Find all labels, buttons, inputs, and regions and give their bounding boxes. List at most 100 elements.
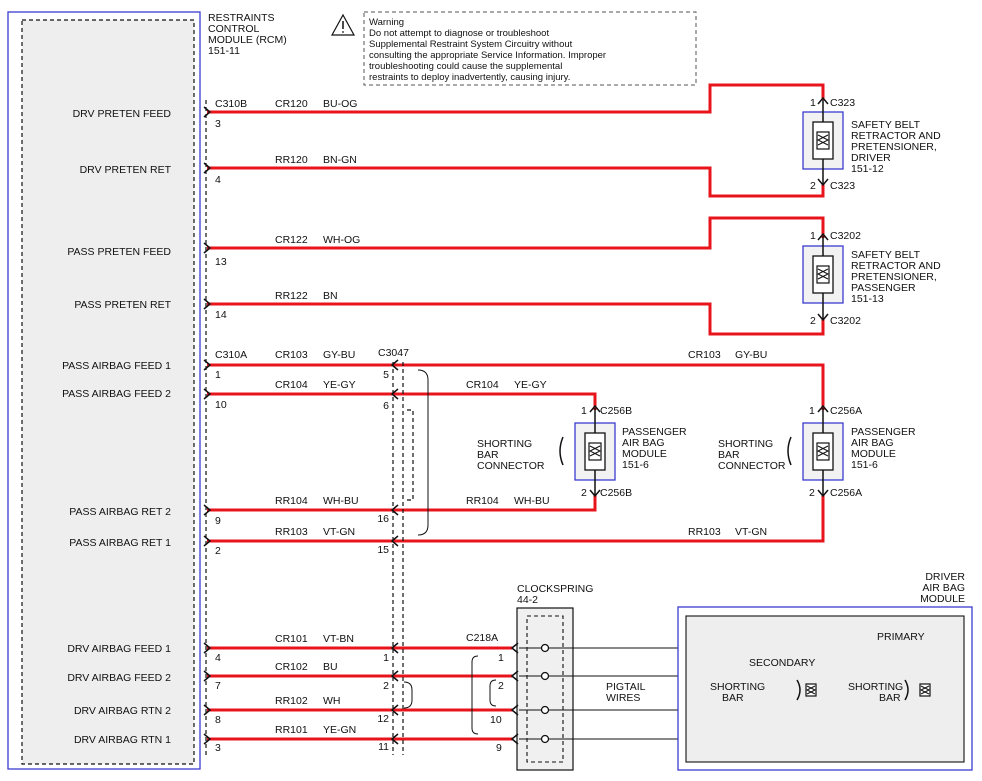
svg-text:8: 8 (215, 714, 221, 726)
svg-text:MODULE (RCM): MODULE (RCM) (208, 34, 287, 46)
svg-text:1: 1 (498, 652, 504, 664)
svg-text:10: 10 (215, 399, 227, 411)
svg-text:PASS AIRBAG FEED 1: PASS AIRBAG FEED 1 (62, 360, 171, 372)
svg-text:CONNECTOR: CONNECTOR (477, 460, 545, 472)
svg-text:3: 3 (215, 118, 221, 130)
wire-cr120 (207, 83, 825, 114)
connector-c218a: C218A (466, 632, 498, 644)
svg-text:C256A: C256A (830, 405, 862, 417)
svg-text:7: 7 (215, 680, 221, 692)
svg-text:SAFETY BELT: SAFETY BELT (851, 249, 921, 261)
svg-text:14: 14 (215, 309, 227, 321)
svg-text:RESTRAINTS: RESTRAINTS (208, 12, 275, 24)
rcm-pin-numbers: 3 4 13 14 1 10 9 2 4 7 8 3 (215, 118, 227, 754)
svg-text:CR103: CR103 (275, 349, 308, 361)
connector-c310a: C310A (215, 349, 247, 361)
svg-text:BAR: BAR (879, 692, 901, 704)
svg-text:CR120: CR120 (275, 98, 308, 110)
svg-text:2: 2 (810, 315, 816, 327)
rcm-inner (21, 19, 195, 765)
svg-text:consulting the appropriate Ser: consulting the appropriate Service Infor… (369, 50, 606, 61)
svg-text:2: 2 (810, 180, 816, 192)
svg-text:PASS PRETEN RET: PASS PRETEN RET (74, 299, 171, 311)
svg-text:SHORTING: SHORTING (477, 438, 532, 450)
svg-text:9: 9 (215, 515, 221, 527)
svg-text:6: 6 (383, 400, 389, 412)
svg-text:CR101: CR101 (275, 633, 308, 645)
svg-text:WIRES: WIRES (606, 692, 640, 704)
svg-text:4: 4 (215, 174, 221, 186)
svg-text:PIGTAIL: PIGTAIL (606, 681, 646, 693)
wire-cr104 (207, 392, 597, 410)
rcm-pin-labels: DRV PRETEN FEED DRV PRETEN RET PASS PRET… (62, 108, 172, 746)
svg-text:BAR: BAR (722, 692, 744, 704)
svg-text:RR104: RR104 (275, 495, 308, 507)
svg-text:DRIVER: DRIVER (925, 571, 965, 583)
svg-text:C323: C323 (830, 97, 855, 109)
svg-text:SECONDARY: SECONDARY (749, 657, 815, 669)
passenger-airbag-module-c256b: 1 C256B 2 C256B PASSENGER AIR BAG MODULE… (477, 404, 687, 499)
svg-text:13: 13 (215, 256, 227, 268)
svg-text:PASS PRETEN FEED: PASS PRETEN FEED (67, 246, 171, 258)
svg-text:restraints to deploy inadverte: restraints to deploy inadvertently, caus… (369, 72, 570, 83)
svg-text:troubleshooting could cause th: troubleshooting could cause the suppleme… (369, 61, 562, 72)
svg-text:GY-BU: GY-BU (323, 349, 355, 361)
warning-box (363, 11, 697, 86)
svg-text:15: 15 (377, 544, 389, 556)
svg-text:PRIMARY: PRIMARY (877, 631, 925, 643)
svg-text:SHORTING: SHORTING (710, 681, 765, 693)
c3047-pin-numbers: 5 6 16 15 1 2 12 11 (377, 369, 389, 753)
svg-text:CR104: CR104 (466, 379, 499, 391)
svg-text:DRV AIRBAG RTN 1: DRV AIRBAG RTN 1 (74, 734, 171, 746)
svg-text:PASS AIRBAG FEED 2: PASS AIRBAG FEED 2 (62, 388, 171, 400)
svg-text:VT-GN: VT-GN (323, 526, 355, 538)
driver-belt-retractor: 1 C323 2 C323 SAFETY BELT RETRACTOR AND … (802, 96, 941, 192)
svg-text:MODULE: MODULE (851, 448, 896, 460)
svg-text:BAR: BAR (477, 449, 499, 461)
connector-c3047: C3047 (378, 347, 409, 359)
svg-text:CLOCKSPRING: CLOCKSPRING (517, 583, 593, 595)
driver-airbag-module: DRIVER AIR BAG MODULE PRIMARY SECONDARY … (677, 571, 973, 771)
svg-text:PASSENGER: PASSENGER (622, 426, 687, 438)
svg-text:WH: WH (323, 695, 341, 707)
svg-text:YE-GY: YE-GY (323, 379, 356, 391)
svg-text:3: 3 (215, 742, 221, 754)
svg-text:151-6: 151-6 (851, 459, 878, 471)
rcm-title: RESTRAINTS CONTROL MODULE (RCM) 151-11 (208, 12, 287, 57)
svg-text:CR102: CR102 (275, 661, 308, 673)
svg-text:C256B: C256B (600, 405, 632, 417)
svg-text:2: 2 (383, 680, 389, 692)
svg-text:Do not attempt to diagnose or: Do not attempt to diagnose or troublesho… (369, 28, 549, 39)
svg-text:151-12: 151-12 (851, 163, 884, 175)
svg-text:RR104: RR104 (466, 495, 499, 507)
svg-text:16: 16 (377, 513, 389, 525)
svg-text:PASSENGER: PASSENGER (851, 282, 916, 294)
svg-text:9: 9 (496, 742, 502, 754)
svg-text:RR103: RR103 (275, 526, 308, 538)
svg-text:151-6: 151-6 (622, 459, 649, 471)
wire-cr122 (207, 216, 825, 250)
svg-text:BN-GN: BN-GN (323, 154, 357, 166)
svg-text:MODULE: MODULE (622, 448, 667, 460)
svg-text:RR102: RR102 (275, 695, 308, 707)
svg-text:10: 10 (490, 714, 502, 726)
svg-text:C323: C323 (830, 180, 855, 192)
wire-rr103 (207, 494, 825, 543)
warning-icon (330, 13, 356, 36)
svg-text:1: 1 (810, 230, 816, 242)
svg-text:PASS AIRBAG RET 2: PASS AIRBAG RET 2 (69, 506, 171, 518)
clockspring: CLOCKSPRING 44-2 1 2 10 9 (471, 583, 593, 771)
svg-text:RR122: RR122 (275, 290, 308, 302)
svg-text:MODULE: MODULE (920, 593, 965, 605)
svg-text:DRV PRETEN RET: DRV PRETEN RET (80, 164, 172, 176)
svg-text:5: 5 (383, 369, 389, 381)
svg-text:Warning: Warning (369, 17, 404, 28)
svg-text:GY-BU: GY-BU (735, 349, 767, 361)
svg-text:AIR BAG: AIR BAG (922, 582, 965, 594)
svg-text:BN: BN (323, 290, 338, 302)
wire-cr103 (207, 363, 825, 410)
c3047-arrows (390, 359, 399, 745)
